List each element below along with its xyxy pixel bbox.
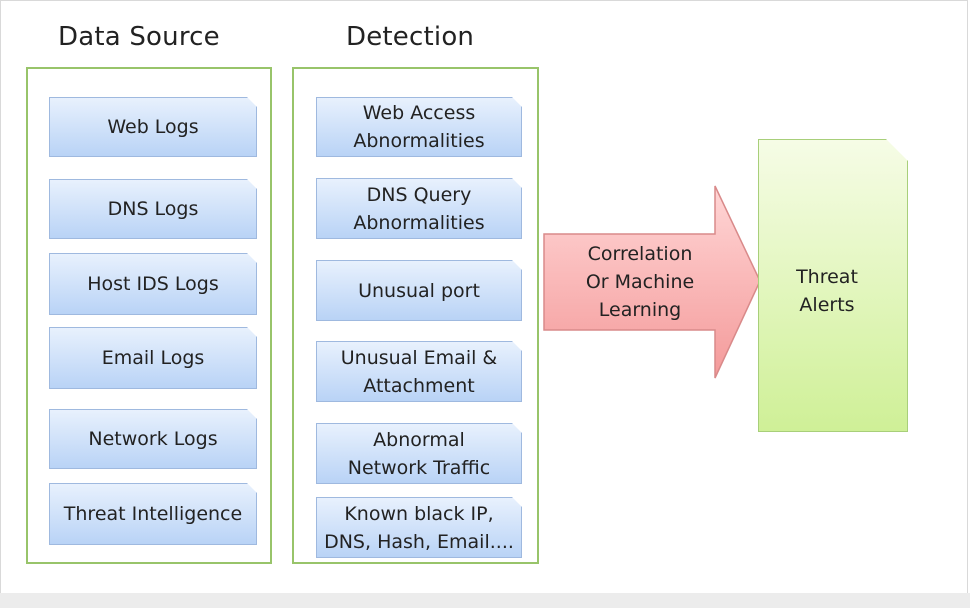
data-source-card-email-logs: Email Logs (49, 327, 257, 389)
card-line: Abnormal (373, 428, 465, 451)
card-line: Attachment (363, 374, 475, 397)
card-label: DNS Logs (107, 198, 199, 220)
data-source-card-dns-logs: DNS Logs (49, 179, 257, 239)
correlation-line: Or Machine (585, 271, 695, 293)
data-source-title: Data Source (58, 22, 220, 52)
detection-title: Detection (346, 22, 475, 52)
data-source-card-host-ids-logs: Host IDS Logs (49, 253, 257, 315)
card-line: Network Traffic (347, 456, 491, 479)
detection-card-abnormal-network: Abnormal Network Traffic (316, 423, 522, 484)
card-label: Threat Intelligence (63, 503, 243, 525)
data-source-card-web-logs: Web Logs (49, 97, 257, 157)
correlation-arrow (543, 185, 761, 379)
threat-alerts-document (758, 139, 908, 432)
detection-card-known-black-ip: Known black IP, DNS, Hash, Email.... (316, 497, 522, 558)
correlation-label: Correlation Or Machine Learning (566, 240, 714, 324)
threat-alerts-label: Threat Alerts (758, 263, 896, 319)
detection-card-dns-query: DNS Query Abnormalities (316, 178, 522, 239)
card-line: Abnormalities (353, 211, 485, 234)
correlation-line: Learning (598, 299, 682, 321)
card-label: Web Logs (107, 116, 199, 138)
correlation-line: Correlation (587, 243, 693, 265)
data-source-card-network-logs: Network Logs (49, 409, 257, 469)
detection-card-unusual-email: Unusual Email & Attachment (316, 341, 522, 402)
detection-card-web-access: Web Access Abnormalities (316, 97, 522, 157)
bottom-band (0, 593, 970, 608)
card-label: Email Logs (101, 347, 205, 369)
card-line: Known black IP, (344, 502, 494, 525)
alerts-line: Alerts (799, 294, 855, 316)
card-line: Unusual Email & (340, 346, 498, 369)
detection-card-unusual-port: Unusual port (316, 260, 522, 321)
card-line: DNS, Hash, Email.... (324, 530, 514, 553)
card-label: Network Logs (88, 428, 218, 450)
card-line: Unusual port (358, 279, 480, 302)
card-label: Host IDS Logs (87, 273, 219, 295)
card-line: Web Access (362, 102, 476, 124)
data-source-card-threat-intelligence: Threat Intelligence (49, 483, 257, 545)
alerts-line: Threat (796, 266, 858, 288)
card-line: Abnormalities (353, 130, 485, 152)
card-line: DNS Query (366, 183, 472, 206)
